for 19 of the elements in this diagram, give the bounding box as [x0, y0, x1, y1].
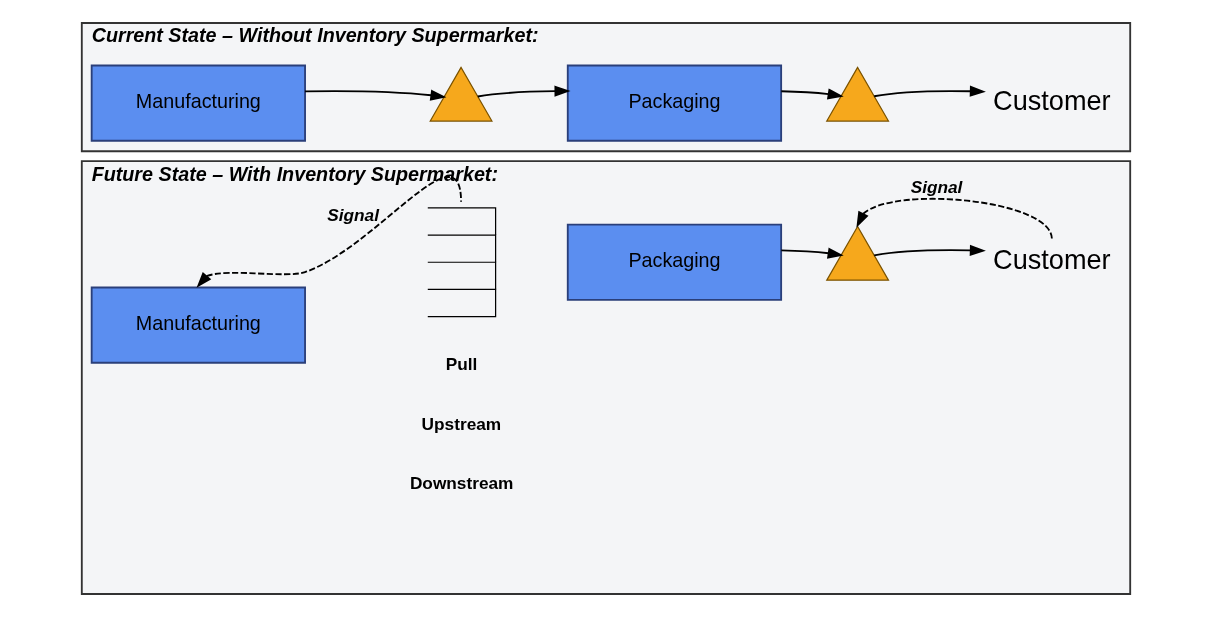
node-box: Packaging — [566, 64, 782, 142]
node-box: Manufacturing — [90, 286, 306, 364]
arrow — [196, 176, 462, 288]
arrow — [872, 244, 986, 257]
arrow — [779, 88, 844, 100]
node-text: Customer — [992, 244, 1111, 276]
edge-label: Signal — [326, 204, 379, 225]
node-text: Customer — [992, 85, 1111, 117]
arrow — [303, 89, 446, 101]
label: Pull — [445, 354, 477, 375]
arrow — [476, 85, 571, 98]
node-box: Manufacturing — [90, 64, 306, 142]
label: Downstream — [409, 472, 513, 493]
node-box: Packaging — [566, 223, 782, 301]
arrow — [872, 85, 986, 98]
label: Upstream — [421, 413, 501, 434]
edge-label: Signal — [910, 177, 962, 198]
arrow — [779, 247, 844, 259]
arrow — [855, 197, 1053, 240]
